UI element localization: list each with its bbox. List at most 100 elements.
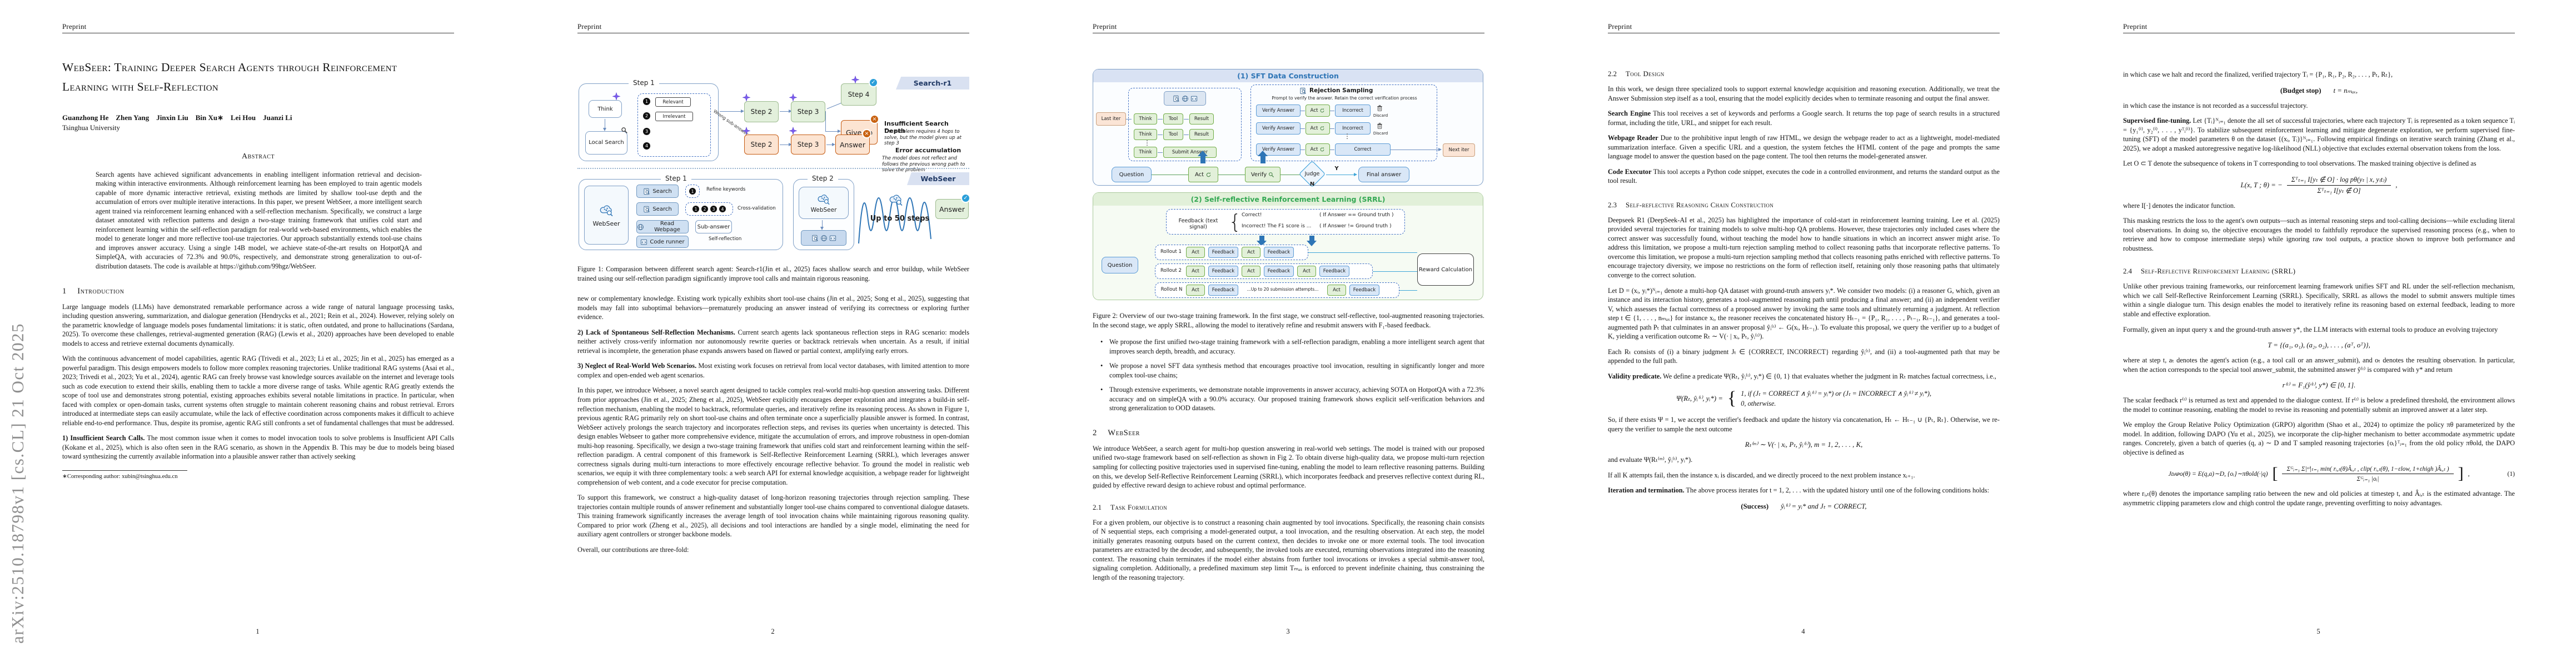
discard-label: Discard (1373, 131, 1388, 136)
reward-calculation-box: Reward Calculation (1417, 253, 1474, 286)
sft-loss-equation: L(x, T ; θ) = − Σᵀₜ₌₁ I[yₜ ∉ O] · log pθ… (2123, 176, 2515, 195)
paragraph-rest: This tool accepts a Python code snippet,… (1608, 167, 2000, 185)
error-accumulation-desc: The model does not reflect and follows t… (882, 156, 965, 173)
sub-answer-box: Sub-answer (695, 220, 732, 233)
connector (1126, 119, 1132, 120)
page-5: Preprint in which case we halt and recor… (2061, 0, 2576, 667)
connector (826, 102, 842, 109)
no-label: N (1309, 181, 1315, 187)
paragraph-rest: The above process iterates for t = 1, 2,… (1684, 486, 1990, 495)
fig1-step3-orange: Step 3 (791, 135, 825, 155)
preprint-header: Preprint (2123, 22, 2148, 31)
result-1-marker: 1 (643, 98, 650, 105)
thick-down-arrow (1307, 236, 1317, 246)
sft-data-construction-panel: (1) SFT Data Construction (1093, 69, 1483, 186)
trash-icon (1376, 104, 1383, 112)
section-number: 1 (62, 286, 67, 296)
rollout-n-label: Rollout N (1160, 287, 1183, 292)
think-box: Think (1134, 113, 1157, 125)
page-number: 5 (2316, 628, 2320, 635)
rejection-sampling-title: Rejection Sampling (1309, 87, 1373, 94)
case-line: 0, otherwise. (1741, 399, 1776, 407)
act-box: Act (1327, 285, 1346, 296)
bullet-dot: • (1100, 386, 1103, 394)
fig1-step3-green: Step 3 (791, 101, 825, 122)
incorrect-box: Incorrect (1335, 122, 1371, 135)
question-box: Question (1112, 167, 1152, 182)
connector (1301, 128, 1305, 130)
act-box: Act (1306, 104, 1330, 117)
connector (1330, 128, 1334, 130)
search-tool-label: Search (652, 188, 672, 195)
rejection-sampling-dashed-box (1250, 84, 1437, 161)
verify-box: Verify (1245, 167, 1280, 182)
cross-validation-label: Cross-validation (738, 206, 776, 211)
paragraph: We employ the Group Relative Policy Opti… (2123, 421, 2515, 456)
irrelevant-box: Irrelevant (655, 112, 693, 121)
preprint-header: Preprint (1608, 22, 1632, 31)
preprint-header: Preprint (1093, 22, 1117, 31)
footnote-rule (62, 470, 187, 471)
footnote: ∗Corresponding author: xubin@tsinghua.ed… (62, 470, 454, 480)
paragraph: For a given problem, our objective is to… (1093, 518, 1484, 581)
relevant-box: Relevant (655, 97, 691, 107)
think-box: Think (1134, 129, 1157, 140)
equation-bracket: [ (2272, 464, 2278, 483)
paragraph: Validity predicate. We define a predicat… (1608, 372, 2000, 381)
connector-arrow (832, 142, 835, 146)
insufficient-depth-desc: The problem requires 4 hops to solve, bu… (884, 129, 961, 147)
webseer-agent-box: WebSeer (799, 187, 849, 219)
section-title: Self-reflective Reasoning Chain Construc… (1626, 201, 1774, 209)
search-doc-icon (1173, 95, 1180, 102)
result-2-marker: 2 (701, 206, 708, 212)
section-number: 2.1 (1093, 503, 1102, 511)
paragraph: Iteration and termination. The above pro… (1608, 486, 2000, 495)
budget-stop-equation: (Budget stop) t = nₘₐₓ, (2123, 87, 2515, 95)
paragraph-rest: This tool receives a set of keywords and… (1608, 109, 2000, 127)
result-box: Result (1189, 113, 1214, 125)
requery-equation: Rₜ⁽ᵐ⁾ ∼ V(· | xᵢ, Pₜ, ŷᵢ⁽ᵗ⁾), m = 1, 2, … (1745, 441, 1863, 449)
connector-arrow (1438, 147, 1442, 151)
feedback-box: Feedback (1349, 285, 1379, 296)
webseer-agent-label: WebSeer (810, 206, 837, 213)
equation-cases: 1, if (Jₜ = CORRECT ∧ ŷᵢ⁽ᵗ⁾ = yᵢ*) or (J… (1741, 390, 1931, 408)
feedback-dashed-box (1166, 209, 1405, 235)
paragraph: Code Executor This tool accepts a Python… (1608, 167, 2000, 186)
bullet-dot: • (1100, 338, 1103, 346)
preprint-header: Preprint (577, 22, 602, 31)
fail-cross-icon: × (870, 115, 879, 124)
last-iter-box: Last iter (1096, 112, 1126, 126)
result-1-marker: 1 (689, 188, 696, 195)
paragraph: in which case we halt and record the fin… (2123, 71, 2393, 78)
paragraph: Formally, given an input query x and the… (2123, 325, 2498, 334)
case-line: 1, if (Jₜ = CORRECT ∧ ŷᵢ⁽ᵗ⁾ = yᵢ*) or (J… (1741, 389, 1932, 397)
paragraph: Let O ⊂ T denote the subsequence of toke… (2123, 160, 2477, 168)
result-box: Result (1189, 129, 1214, 140)
equation-lead: (Success) (1741, 502, 1769, 510)
connector (1308, 252, 1417, 253)
page-number: 2 (771, 628, 775, 635)
fraction-numerator: Σᵀₜ₌₁ I[yₜ ∉ O] · log pθ(yₜ | x, y₍t₎) (2286, 176, 2391, 186)
fig1-local-search-box: Local Search (585, 131, 627, 155)
paragraph: Deepseek R1 (DeepSeek-AI et al., 2025) h… (1608, 216, 2000, 279)
contribution-list: •We propose the first unified two-stage … (1100, 337, 1484, 413)
act-box: Act (1306, 143, 1330, 156)
connector (1158, 152, 1163, 153)
paragraph: In this paper, we introduce Webseer, a n… (577, 386, 969, 486)
insufficient-depth-title: Insufficient Search Depth (884, 120, 949, 135)
equation-lead: (Budget stop) (2280, 86, 2321, 94)
act-label: Act (1310, 126, 1318, 131)
self-reflection-label: Self-reflection (709, 236, 742, 242)
equation-lhs: Jᴅᴀᴘᴏ(θ) = E(q,a)∼D, {oᵢ}∼πθold(·|q) (2168, 470, 2268, 478)
result-3-marker: 3 (710, 206, 717, 212)
read-webpage-label: Read Webpage (654, 221, 680, 233)
paragraph-lead: Search Engine (1608, 109, 1651, 118)
page-number: 4 (1801, 628, 1805, 635)
trajectory-dashed-box (1128, 88, 1242, 161)
webseer-agent-box: WebSeer (584, 186, 629, 245)
error-accumulation-title: Error accumulation (895, 147, 961, 154)
connector (720, 111, 742, 112)
vertical-dots: ⋮ (1144, 139, 1150, 147)
feedback-box: Feedback (1208, 247, 1238, 258)
search-tool-box: Search (636, 185, 679, 198)
